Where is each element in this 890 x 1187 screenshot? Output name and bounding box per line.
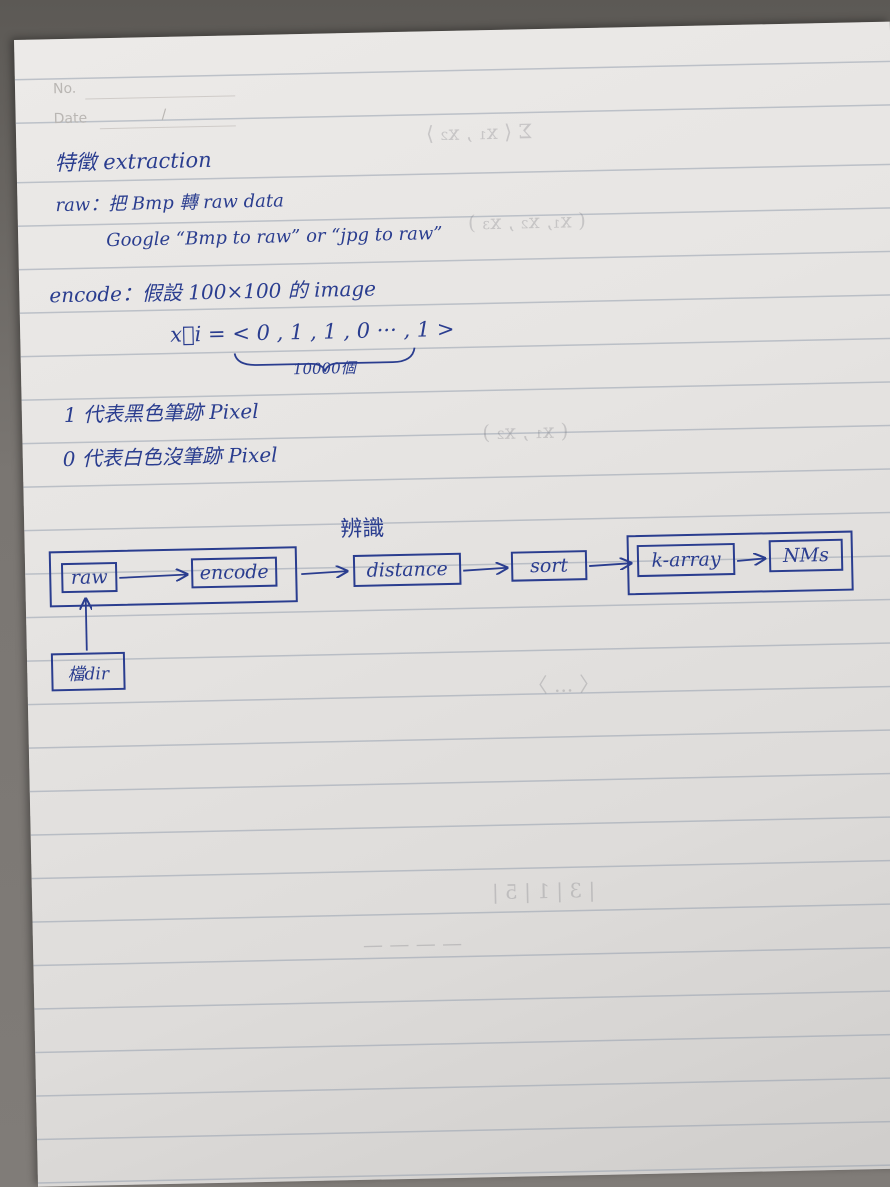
notebook-page: No. Date / Σ ⟨ x₁ , x₂ ⟩ ( x₁, x₂ , x₃ )… [14,21,890,1187]
arrow-filedir-raw [86,599,87,651]
arrow-group-distance [301,571,347,574]
arrow-distance-sort [463,568,507,571]
vector-underbrace [233,347,416,372]
arrow-sort-karray [589,563,631,566]
arrow-karray-nms [736,558,765,561]
diagram-arrows [14,347,890,651]
arrow-raw-encode [119,574,187,577]
